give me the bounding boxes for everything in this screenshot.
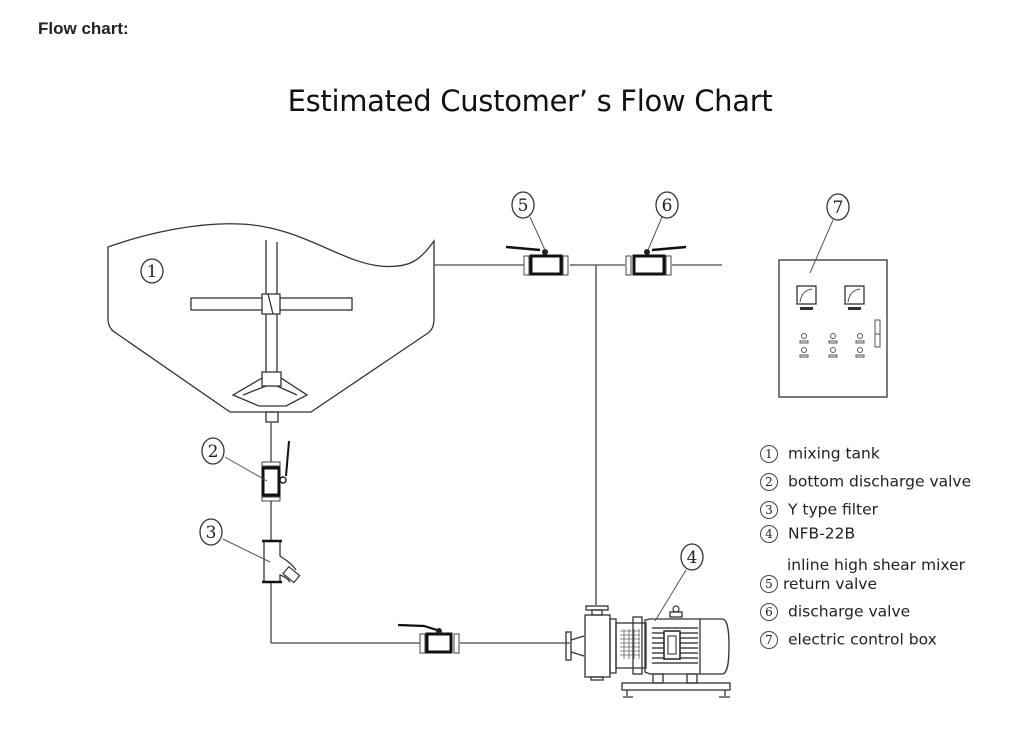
- legend-label: return valve: [783, 574, 878, 593]
- legend-item-return-valve: inline high shear mixer 5 return valve: [760, 556, 971, 595]
- svg-text:3: 3: [206, 523, 217, 543]
- legend-number: 6: [760, 602, 778, 621]
- diagram-title: Estimated Customer’ s Flow Chart: [287, 84, 773, 118]
- callout-7: 7: [809, 193, 850, 274]
- svg-text:7: 7: [833, 198, 844, 218]
- legend-label: NFB-22B: [788, 524, 856, 543]
- page-heading: Flow chart:: [38, 19, 129, 38]
- legend-label: bottom discharge valve: [788, 472, 972, 491]
- callout-5: 5: [511, 191, 546, 251]
- legend-label: mixing tank: [788, 444, 880, 463]
- electric-control-box: [778, 259, 888, 398]
- svg-text:4: 4: [687, 548, 698, 568]
- legend-item-nfb-22b: 4 NFB-22B: [760, 521, 971, 545]
- legend: 1 mixing tank 2 bottom discharge valve 3 Y …: [760, 441, 971, 651]
- svg-text:6: 6: [662, 196, 673, 216]
- return-valve: [505, 245, 569, 276]
- svg-text:2: 2: [208, 442, 219, 462]
- legend-label-product: inline high shear mixer: [787, 556, 965, 574]
- callout-6: 6: [647, 191, 679, 251]
- legend-number: 2: [760, 472, 778, 491]
- legend-item-electric-control-box: 7 electric control box: [760, 627, 971, 651]
- legend-label: Y type filter: [788, 500, 879, 519]
- legend-number: 5: [760, 574, 778, 593]
- legend-item-mixing-tank: 1 mixing tank: [760, 441, 971, 465]
- svg-text:5: 5: [518, 196, 529, 216]
- legend-label: discharge valve: [788, 602, 911, 621]
- bottom-pipeline: [270, 422, 570, 644]
- legend-item-discharge-valve: 6 discharge valve: [760, 599, 971, 623]
- callout-1: 1: [140, 258, 164, 284]
- callout-2: 2: [201, 437, 268, 482]
- inline-high-shear-mixer: [565, 605, 731, 698]
- svg-text:1: 1: [147, 262, 158, 282]
- legend-label: electric control box: [788, 630, 937, 649]
- bottom-discharge-valve: [261, 440, 290, 502]
- y-type-filter: [262, 539, 301, 584]
- inlet-valve: [397, 623, 460, 654]
- legend-number: 1: [760, 444, 778, 463]
- discharge-valve: [625, 245, 687, 276]
- legend-number: 3: [760, 500, 778, 519]
- top-pipeline: [434, 264, 722, 605]
- legend-number: 7: [760, 630, 778, 649]
- callout-3: 3: [199, 518, 271, 563]
- legend-number: 4: [760, 524, 778, 543]
- legend-item-y-type-filter: 3 Y type filter: [760, 497, 971, 521]
- legend-item-bottom-discharge-valve: 2 bottom discharge valve: [760, 469, 971, 493]
- callout-4: 4: [654, 543, 704, 622]
- mixing-tank: [107, 223, 435, 423]
